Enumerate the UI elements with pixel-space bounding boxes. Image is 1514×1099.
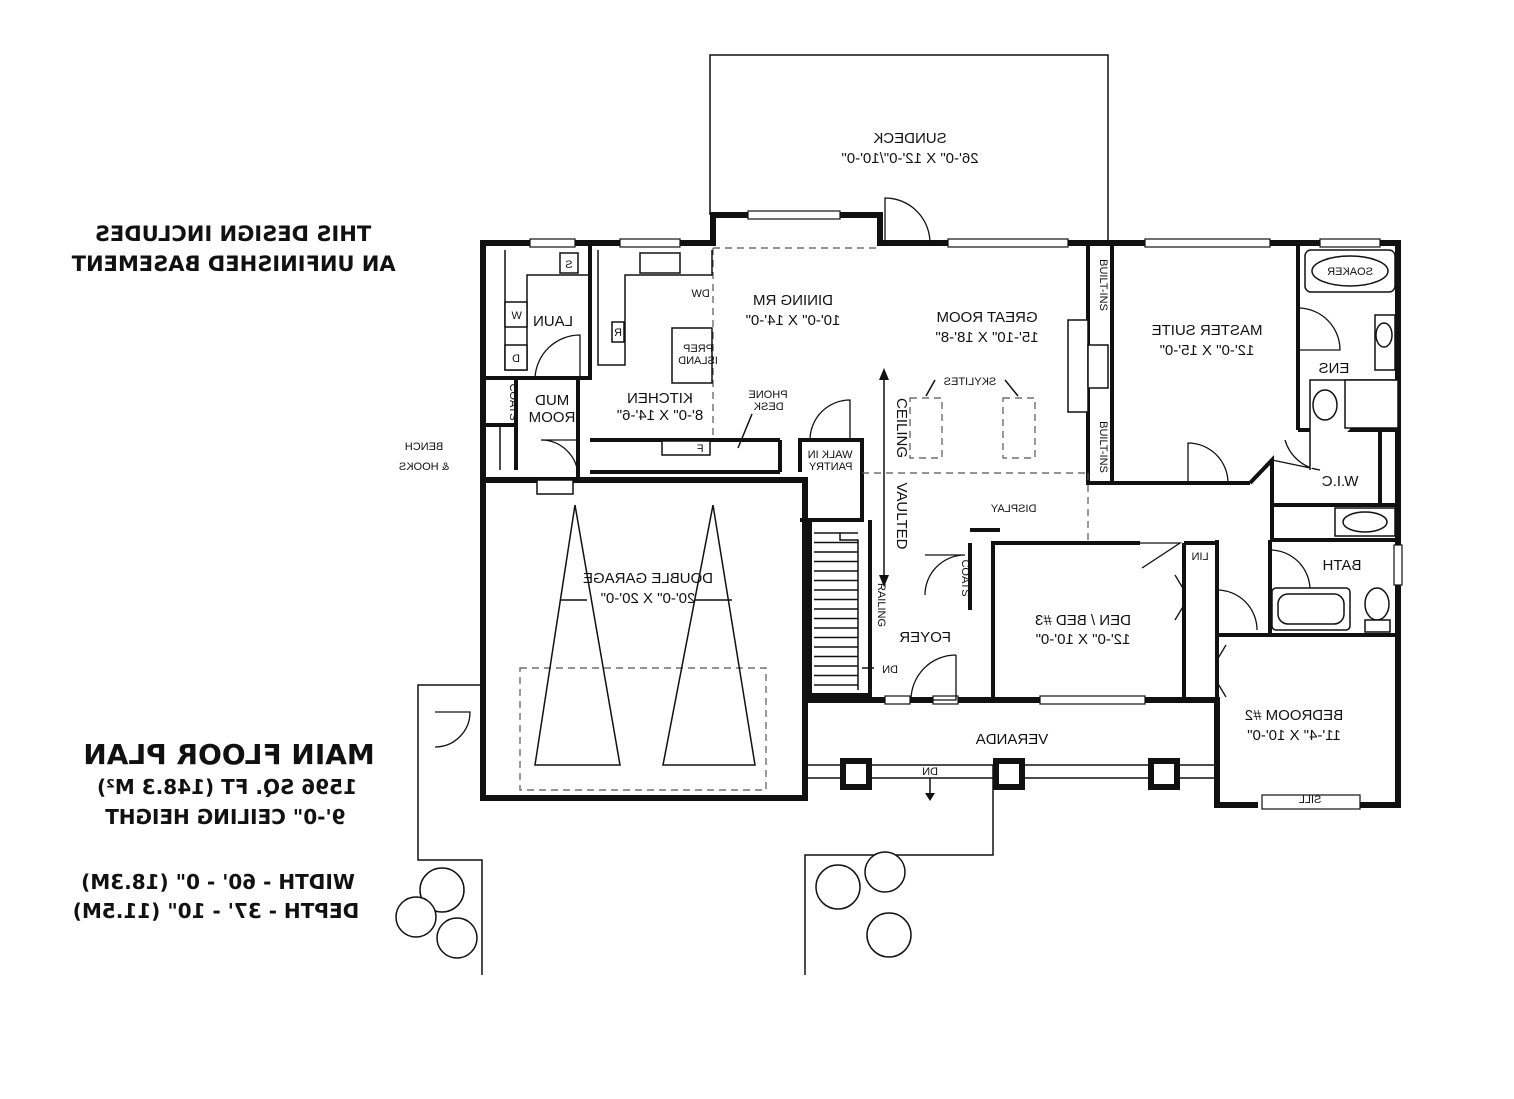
kitchen-size: 8'-0" X 14'-6" [617, 407, 703, 424]
trees [395, 851, 912, 959]
arrows [862, 368, 935, 801]
bench-hooks-line2: & HOOKS [399, 461, 449, 473]
laun-name: LAUN [533, 313, 573, 330]
fridge-f-label: F [697, 443, 704, 455]
built-ins-label-lower: BUILT-INS [1097, 421, 1109, 473]
dining-name: DINING RM [753, 292, 833, 309]
built-ins-label-upper: BUILT-INS [1097, 259, 1109, 311]
dn-veranda-label: DN [922, 766, 938, 778]
stair-railing [839, 533, 859, 690]
range-r-label: R [614, 327, 622, 339]
small-labels: SOAKER BUILT-INS BUILT-INS SKYLITES CEIL… [399, 259, 1373, 806]
dw-label: DW [691, 288, 710, 300]
basement-note-line1: THIS DESIGN INCLUDES [95, 222, 371, 246]
foyer-name: FOYER [899, 629, 951, 646]
dryer-d-label: D [512, 353, 520, 365]
fixtures [499, 249, 1399, 633]
great-room-name: GREAT ROOM [936, 309, 1037, 326]
master-suite-size: 12'-0" X 15'-0" [1160, 342, 1255, 359]
dining-size: 10'-0" X 14'-0" [746, 312, 841, 329]
ceiling-label: CEILING [893, 398, 910, 458]
sundeck-size: 26'-0" X 12'-0"/10'-0" [841, 150, 978, 167]
plan-ceiling-height: 9'-0" CEILING HEIGHT [105, 805, 346, 829]
bedroom2-size: 11'-4" X 10'-0" [1247, 727, 1341, 744]
plan-depth: DEPTH - 37' - 10" (11.5M) [73, 899, 359, 923]
walk-in-pantry-line1: WALK IN [808, 449, 853, 461]
veranda-name: VERANDA [976, 731, 1049, 748]
railing-label: RAILING [875, 583, 887, 627]
sill-label: SILL [1299, 794, 1322, 806]
plan-area: 1596 SQ. FT (148.3 M²) [97, 775, 357, 799]
room-labels: SUNDECK 26'-0" X 12'-0"/10'-0" DINING RM… [529, 130, 1362, 748]
phone-desk-line2: DESK [753, 401, 784, 413]
dn-stair-label: DN [882, 664, 898, 676]
garage-marks [534, 504, 756, 766]
wic-name: W.I.C [1322, 473, 1359, 490]
den-name: DEN / BED #3 [1035, 612, 1131, 629]
washer-w-label: W [511, 310, 522, 322]
kitchen-name: KITCHEN [627, 390, 693, 407]
skylites-label: SKYLITES [944, 376, 997, 388]
mud-room-line2: ROOM [529, 409, 576, 426]
prep-island-line2: ISLAND [678, 355, 718, 367]
stairs [814, 532, 859, 690]
coats-label-foyer: COATS [959, 559, 971, 596]
bedroom2-name: BEDROOM #2 [1245, 707, 1343, 724]
veranda-posts [840, 758, 1180, 790]
phone-desk-line1: PHONE [748, 389, 787, 401]
lin-label: LIN [1191, 551, 1208, 563]
doors [434, 197, 1341, 748]
site-lines [417, 54, 1215, 975]
coats-label-mud: COATS [507, 383, 519, 420]
sundeck-name: SUNDECK [873, 130, 946, 147]
vaulted-label: VAULTED [893, 483, 910, 550]
great-room-size: 15'-10" X 18'-8" [935, 329, 1038, 346]
soaker-label: SOAKER [1327, 266, 1373, 278]
display-label: DISPLAY [990, 503, 1036, 515]
basement-note-line2: AN UNFINISHED BASEMENT [71, 252, 396, 276]
dashed-lines [519, 247, 1089, 791]
ens-name: ENS [1319, 360, 1350, 377]
prep-island-line1: PREP [683, 343, 713, 355]
bench-hooks-line1: BENCH [405, 441, 444, 453]
garage-name: DOUBLE GARAGE [583, 570, 713, 587]
walk-in-pantry-line2: PANTRY [808, 461, 852, 473]
plan-title: MAIN FLOOR PLAN [83, 738, 374, 771]
interior-walls [483, 243, 1398, 700]
den-size: 12'-0" X 10'-0" [1036, 631, 1131, 648]
notes: THIS DESIGN INCLUDES AN UNFINISHED BASEM… [71, 222, 396, 923]
master-suite-name: MASTER SUITE [1152, 322, 1263, 339]
mud-room-line1: MUD [535, 392, 569, 409]
bath-name: BATH [1323, 557, 1362, 574]
plan-width: WIDTH - 60' - 0" (18.3M) [81, 870, 355, 894]
garage-size: 20'-0" X 20'-0" [601, 590, 696, 607]
sink-s-label: S [565, 259, 572, 271]
windows [529, 210, 1403, 810]
